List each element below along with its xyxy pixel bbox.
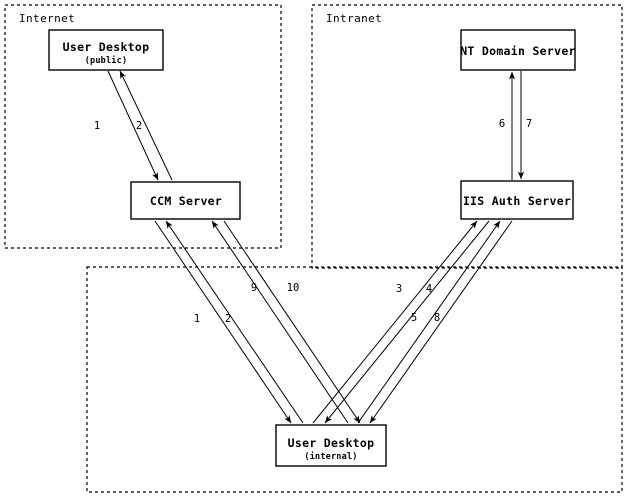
flow-label-step-3: 3	[396, 283, 402, 295]
flow-line-step-8-iis-to-internal	[369, 220, 513, 424]
flow-label-step-7: 7	[526, 118, 532, 130]
node-user-desktop-public[interactable]: User Desktop (public)	[48, 29, 164, 71]
flow-label-step-8: 8	[434, 312, 440, 324]
zone-internet-boundary	[4, 4, 282, 249]
flow-label-step-10: 10	[287, 282, 300, 294]
node-box-user-desktop-public[interactable]	[48, 29, 164, 71]
node-subtitle-user-desktop-public: (public)	[85, 55, 128, 66]
node-box-ccm-server[interactable]	[130, 181, 241, 220]
zone-label-internet: Internet	[19, 12, 75, 25]
flow-group-internal-iis-outer: 3 4	[312, 220, 490, 424]
node-title-ccm-server: CCM Server	[150, 194, 222, 208]
flow-label-step-9: 9	[251, 282, 257, 294]
flow-label-step-1-public: 1	[94, 120, 100, 132]
flow-line-step-1-ccm-to-internal	[154, 220, 292, 424]
node-iis-auth-server[interactable]: IIS Auth Server	[460, 180, 574, 220]
node-title-user-desktop-internal: User Desktop	[288, 436, 375, 450]
flow-label-step-2-public: 2	[136, 120, 142, 132]
node-box-user-desktop-internal[interactable]	[275, 424, 387, 467]
flow-label-step-4: 4	[426, 283, 432, 295]
flow-line-step-4-iis-to-internal	[324, 220, 490, 424]
flow-group-ccm-internal-left: 1 2	[154, 220, 304, 424]
node-title-user-desktop-public: User Desktop	[63, 40, 150, 54]
zone-boundaries: Internet Intranet	[4, 4, 623, 493]
zone-label-intranet: Intranet	[326, 12, 382, 25]
flow-line-step-5-internal-to-iis	[357, 220, 501, 424]
flow-line-step-3-internal-to-iis	[312, 220, 478, 424]
node-nt-domain-server[interactable]: NT Domain Server	[460, 29, 576, 71]
flow-line-step-1-public-to-ccm	[107, 70, 159, 181]
zone-internal-boundary	[86, 266, 623, 493]
flow-group-public-ccm: 1 2	[94, 70, 173, 181]
node-box-iis-auth-server[interactable]	[460, 180, 574, 220]
node-title-iis-auth-server: IIS Auth Server	[463, 194, 571, 208]
flow-line-step-10-ccm-to-internal	[223, 220, 361, 424]
flow-label-step-2-internal: 2	[225, 313, 231, 325]
flow-line-step-2-internal-to-ccm	[165, 220, 304, 424]
node-ccm-server[interactable]: CCM Server	[130, 181, 241, 220]
flow-label-step-1-internal: 1	[194, 313, 200, 325]
flow-line-step-2-ccm-to-public	[119, 70, 173, 181]
node-user-desktop-internal[interactable]: User Desktop (internal)	[275, 424, 387, 467]
flow-label-step-5: 5	[411, 312, 417, 324]
node-subtitle-user-desktop-internal: (internal)	[304, 451, 357, 462]
flow-label-step-6: 6	[499, 118, 505, 130]
node-title-nt-domain-server: NT Domain Server	[460, 44, 576, 58]
flow-group-internal-iis-inner: 5 8	[357, 220, 513, 424]
flow-line-step-9-internal-to-ccm	[211, 220, 349, 424]
flow-group-ccm-internal-right: 9 10	[211, 220, 361, 424]
flow-group-iis-ntdomain: 6 7	[499, 71, 532, 180]
node-box-nt-domain-server[interactable]	[460, 29, 576, 71]
